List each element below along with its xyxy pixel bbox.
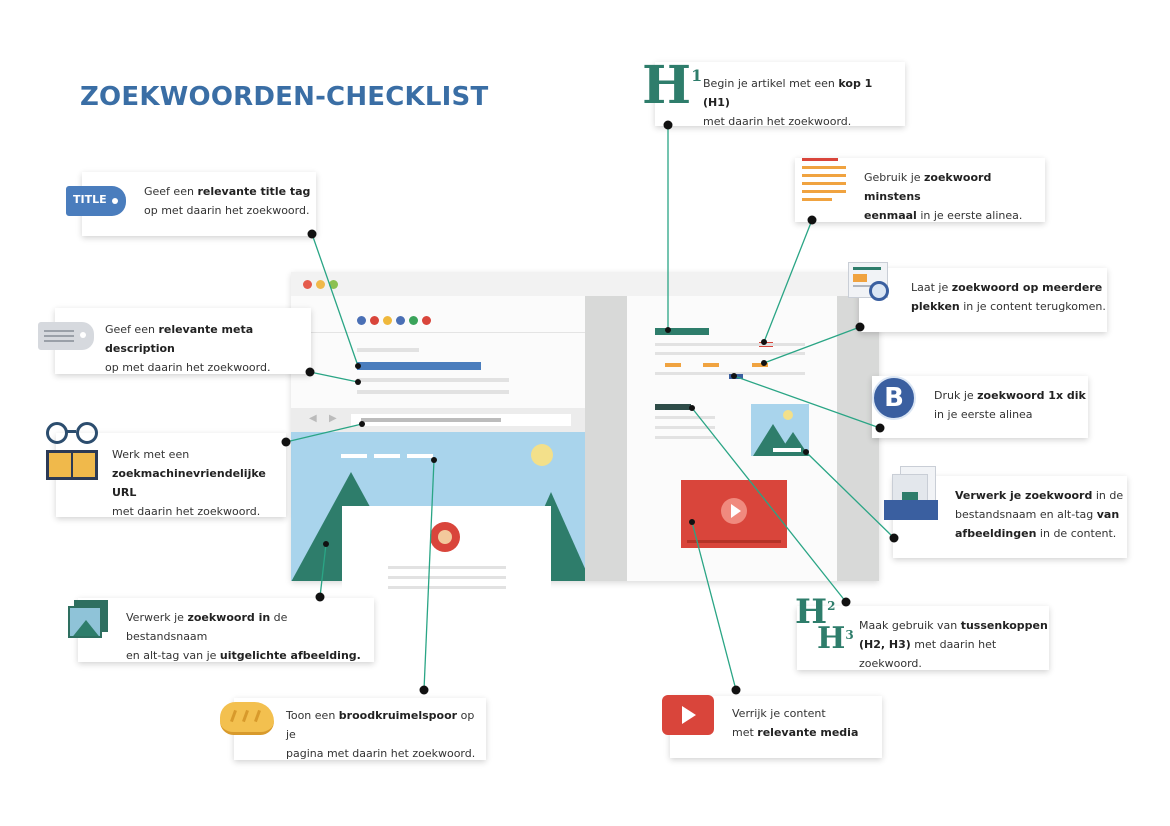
card-first-text-pre: Gebruik je [864, 171, 925, 184]
card-breadcrumb: Toon een broodkruimelspoor op je pagina … [234, 698, 486, 760]
minimize-dot-icon [316, 280, 325, 289]
card-multiple-bold: zoekwoord op meerdere [951, 281, 1103, 294]
card-images-pre2: bestandsnaam en alt-tag [955, 508, 1097, 521]
scroll-area-right [837, 296, 879, 581]
card-meta-text-pre: Geef een [105, 323, 159, 336]
card-multiple-text-post: in je content terugkomen. [959, 300, 1106, 313]
card-meta-bold: relevante meta description [105, 323, 254, 355]
card-h1-text-pre: Begin je artikel met een [703, 77, 839, 90]
video-play-icon [662, 695, 714, 735]
card-images-bold2: van [1096, 508, 1120, 521]
card-images-bold: Verwerk je zoekwoord [955, 489, 1093, 502]
card-media-bold: relevante media [757, 726, 859, 739]
card-breadcrumb-bold: broodkruimelspoor [338, 709, 458, 722]
scroll-area [585, 296, 627, 581]
card-media-pre2: met [732, 726, 758, 739]
card-featured-pre2: en alt-tag van je [126, 649, 220, 662]
card-media-line1: Verrijk je content [732, 707, 826, 720]
card-title-tag: Geef een relevante title tag op met daar… [82, 172, 316, 236]
card-featured-bold: zoekwoord in [187, 611, 271, 624]
browser-titlebar [291, 272, 879, 296]
search-logo-dots [357, 310, 431, 329]
card-h1: Begin je artikel met een kop 1 (H1) met … [655, 62, 905, 128]
card-first-bold: zoekwoord minstens [864, 171, 992, 203]
card-multiple-bold2: plekken [911, 300, 960, 313]
card-images-bold3: afbeeldingen [955, 527, 1037, 540]
card-headings-bold2: (H2, H3) [859, 638, 911, 651]
card-featured-pre: Verwerk je [126, 611, 188, 624]
video-player [681, 480, 787, 548]
page-title: ZOEKWOORDEN-CHECKLIST [80, 82, 489, 112]
maximize-dot-icon [329, 280, 338, 289]
card-images-post1: in de [1092, 489, 1124, 502]
card-bold-text-line2: in je eerste alinea [934, 408, 1033, 421]
card-headings-pre: Maak gebruik van [859, 619, 961, 632]
card-h1-text-line2: met daarin het zoekwoord. [703, 115, 852, 128]
card-featured-post1: de bestandsnaam [126, 611, 288, 643]
article-image [751, 404, 809, 456]
article-card [342, 506, 551, 605]
card-multiple-places: Laat je zoekwoord op meerdere plekken in… [859, 268, 1107, 332]
meta-tag-icon [38, 322, 94, 350]
browser-mockup: ◀ ▶ [291, 272, 879, 605]
card-breadcrumb-pre: Toon een [286, 709, 339, 722]
title-tag-icon: TITLE [66, 186, 126, 216]
card-bold-text-pre: Druk je [934, 389, 978, 402]
result-title-bar [357, 362, 481, 370]
h2-h3-icon: H2 H3 [795, 592, 854, 656]
h2-bar [655, 404, 691, 410]
card-title-bold: relevante title tag [197, 185, 311, 198]
card-multiple-text-pre: Laat je [911, 281, 952, 294]
glasses-book-icon [42, 420, 102, 484]
magnifier-document-icon [848, 262, 889, 301]
card-meta-text-line2: op met daarin het zoekwoord. [105, 361, 271, 374]
bold-b-icon: B [872, 376, 916, 420]
sun-icon [531, 444, 553, 466]
article-page [627, 296, 837, 581]
card-images-post3: in de content. [1036, 527, 1117, 540]
card-url-line3: met daarin het zoekwoord. [112, 505, 261, 518]
card-h1-bold: kop 1 (H1) [703, 77, 873, 109]
card-headings-post: met daarin het zoekwoord. [859, 638, 997, 670]
image-folder-icon [884, 466, 940, 522]
card-featured-image: Verwerk je zoekwoord in de bestandsnaam … [78, 598, 374, 662]
h1-icon: H1 [642, 55, 703, 116]
paragraph-lines-icon [802, 158, 848, 202]
close-dot-icon [303, 280, 312, 289]
card-meta-description: Geef een relevante meta description op m… [55, 308, 311, 374]
card-bold-bold: zoekwoord 1x dik [977, 389, 1086, 402]
card-url-bold: zoekmachinevriendelijke URL [112, 467, 266, 499]
card-headings-bold: tussenkoppen [960, 619, 1048, 632]
search-results-page: ◀ ▶ [291, 296, 585, 605]
card-first-paragraph: Gebruik je zoekwoord minstens eenmaal in… [795, 158, 1045, 222]
card-breadcrumb-line2: pagina met daarin het zoekwoord. [286, 747, 476, 760]
card-first-text-post: in je eerste alinea. [916, 209, 1023, 222]
card-breadcrumb-post1: op je [286, 709, 475, 741]
featured-image-icon [68, 600, 108, 640]
card-title-text-pre: Geef een [144, 185, 198, 198]
card-url-line1: Werk met een [112, 448, 190, 461]
address-bar: ◀ ▶ [291, 408, 585, 432]
h1-bar [655, 328, 709, 335]
card-first-bold2: eenmaal [864, 209, 917, 222]
card-featured-bold2: uitgelichte afbeelding. [219, 649, 361, 662]
bread-icon [220, 702, 274, 735]
card-title-text-line2: op met daarin het zoekwoord. [144, 204, 310, 217]
card-headings: Maak gebruik van tussenkoppen (H2, H3) m… [797, 606, 1049, 670]
